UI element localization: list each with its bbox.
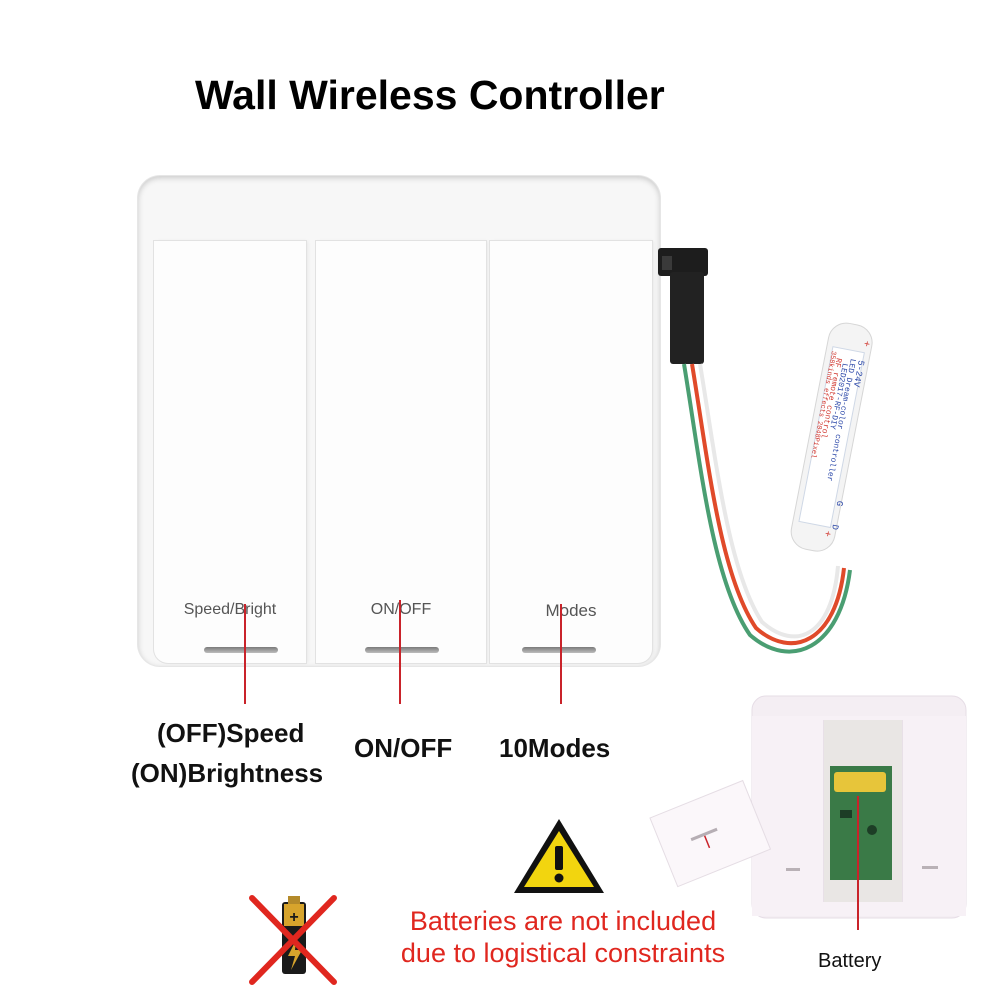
controller-module: 5-24V LED Dream-color controller LED2017… <box>790 322 873 552</box>
cable-red-wire <box>690 363 846 646</box>
removed-key-cap <box>649 779 772 888</box>
cable-white-wire <box>698 363 840 639</box>
speed-bright-key-indicator <box>204 647 278 653</box>
speed-bright-key-label: Speed/Bright <box>183 601 277 618</box>
battery-label: Battery <box>818 950 882 972</box>
battery-compartment-illustration <box>649 695 967 930</box>
modes-key[interactable]: Modes <box>490 241 652 663</box>
onoff-function-label: ON/OFF <box>354 733 453 763</box>
onoff-key-label: ON/OFF <box>370 601 432 618</box>
brightness-function-label: (ON)Brightness <box>131 758 324 788</box>
onoff-pointer-line <box>399 600 401 704</box>
battery-warning-line2: due to logistical constraints <box>400 938 726 968</box>
speed-function-label: (OFF)Speed <box>157 718 305 748</box>
onoff-key[interactable]: ON/OFF <box>316 241 486 663</box>
cable-green-wire <box>682 363 852 654</box>
modes-key-indicator <box>522 647 596 653</box>
controller-plus-top: + <box>863 339 871 351</box>
battery-icon <box>834 772 886 792</box>
speed-bright-key[interactable]: Speed/Bright <box>154 241 306 663</box>
controller-g-label: G <box>834 500 845 507</box>
modes-pointer-line <box>560 604 562 704</box>
speed-pointer-line <box>244 604 246 704</box>
modes-key-label: Modes <box>545 601 597 620</box>
page-title: Wall Wireless Controller <box>195 72 665 118</box>
onoff-key-indicator <box>365 647 439 653</box>
controller-plus-bottom: + <box>824 529 832 541</box>
no-battery-icon: + <box>249 895 337 985</box>
connector-plug <box>670 272 704 364</box>
warning-icon <box>514 819 604 893</box>
controller-d-label: D <box>829 523 840 530</box>
battery-warning-text: Batteries are not included due to logist… <box>378 905 748 969</box>
modes-function-label: 10Modes <box>499 733 611 763</box>
battery-warning-line1: Batteries are not included <box>409 906 717 936</box>
svg-text:+: + <box>289 909 298 926</box>
wall-switch-panel: Speed/Bright ON/OFF Modes <box>138 176 660 666</box>
led-controller-illustration: 5-24V LED Dream-color controller LED2017… <box>658 248 873 654</box>
